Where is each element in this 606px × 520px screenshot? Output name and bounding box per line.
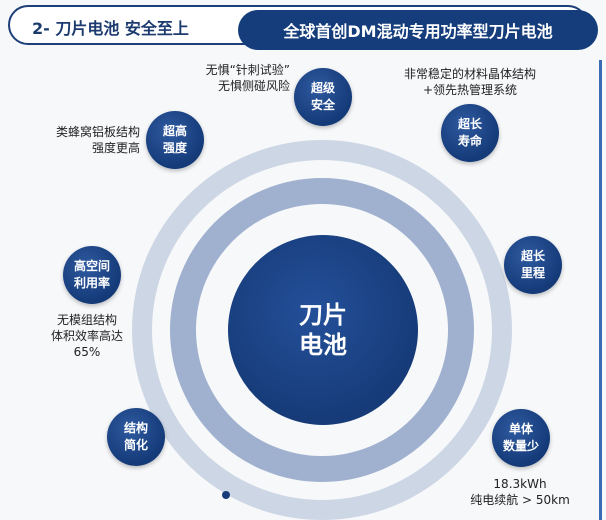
section-header: 2- 刀片电池 安全至上 全球首创DM混动专用功率型刀片电池	[8, 5, 598, 50]
node-lifespan: 超长寿命	[441, 104, 499, 162]
node-label: 数量少	[502, 439, 539, 453]
desc-line: 非常稳定的材料晶体结构	[403, 67, 536, 81]
node-space: 高空间利用率	[63, 246, 121, 304]
node-label: 单体	[508, 422, 533, 436]
desc-line: 强度更高	[91, 141, 140, 155]
desc-space: 无模组结构体积效率高达 65%	[32, 312, 142, 360]
node-structure: 结构简化	[107, 408, 165, 466]
section-subtitle: 全球首创DM混动专用功率型刀片电池	[238, 10, 598, 50]
node-label: 超长	[457, 117, 482, 131]
node-label: 简化	[123, 438, 148, 452]
desc-line: 无惧“针刺试验”	[205, 63, 290, 77]
node-label: 超级	[310, 81, 335, 95]
node-cells: 单体数量少	[492, 409, 550, 467]
desc-lifespan: 非常稳定的材料晶体结构 +领先热管理系统	[390, 66, 550, 98]
desc-cells: 18.3kWh 纯电续航 > 50km	[460, 476, 580, 508]
node-label: 安全	[310, 98, 335, 112]
node-strength: 超高强度	[146, 111, 204, 169]
desc-line: 体积效率高达	[50, 329, 123, 343]
center-line2: 电池	[299, 331, 347, 359]
node-label: 寿命	[457, 134, 482, 148]
desc-line: 纯电续航 > 50km	[470, 493, 570, 507]
node-label: 里程	[520, 266, 545, 280]
desc-line: 类蜂窝铝板结构	[55, 125, 140, 139]
center-line1: 刀片	[299, 301, 347, 329]
center-circle: 刀片电池	[228, 235, 418, 425]
node-range: 超长里程	[504, 236, 562, 294]
desc-line: +领先热管理系统	[422, 83, 518, 97]
desc-line: 无惧侧碰风险	[217, 79, 290, 93]
node-label: 结构	[123, 421, 148, 435]
desc-safety: 无惧“针刺试验” 无惧侧碰风险	[190, 62, 290, 94]
node-label: 利用率	[73, 276, 110, 290]
desc-line: 无模组结构	[56, 313, 117, 327]
section-title: 2- 刀片电池 安全至上	[32, 19, 189, 38]
node-label: 超长	[520, 249, 545, 263]
node-label: 高空间	[73, 259, 110, 273]
desc-line: 18.3kWh	[493, 477, 547, 491]
node-safety: 超级安全	[294, 68, 352, 126]
node-label: 超高	[162, 124, 187, 138]
desc-strength: 类蜂窝铝板结构强度更高	[30, 124, 140, 156]
page-indicator-dot	[222, 491, 230, 499]
node-label: 强度	[162, 141, 187, 155]
right-border	[599, 60, 602, 520]
desc-line: 65%	[73, 345, 101, 359]
